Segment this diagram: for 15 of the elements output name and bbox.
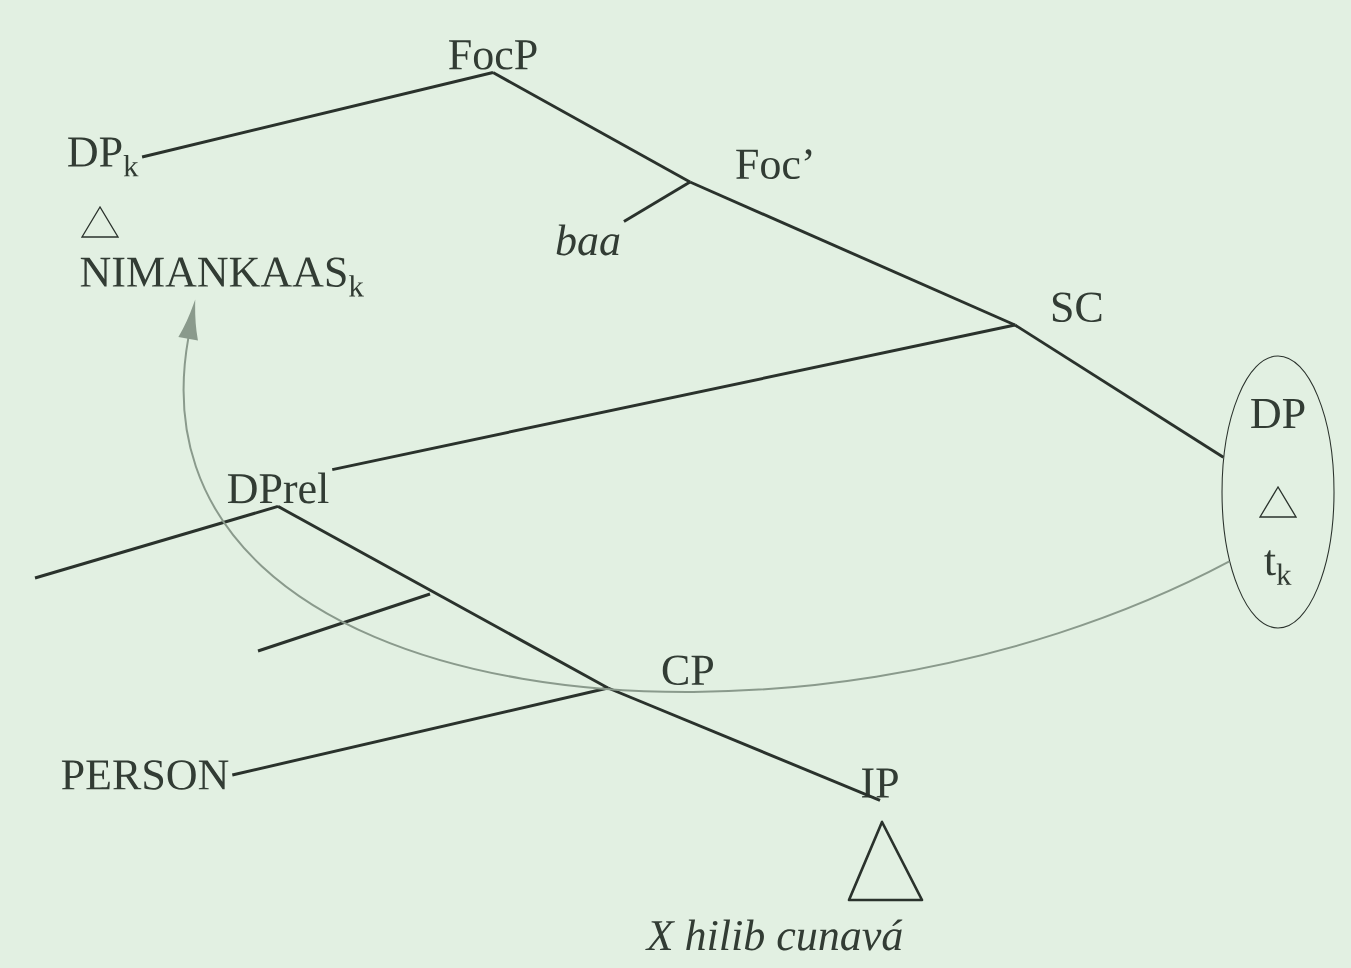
- node-label: Foc’: [736, 149, 812, 180]
- tree-branch: [141, 71, 494, 159]
- node-label: X hilib cunavá: [645, 919, 903, 951]
- tree-branch: [689, 180, 1016, 327]
- tree-branch: [607, 686, 881, 802]
- tree-branch: [623, 180, 691, 223]
- node-label: IP: [862, 768, 898, 798]
- tree-branch: [492, 71, 691, 184]
- node-label: FocP: [449, 40, 537, 70]
- node-label: DP$_{k}$: [68, 137, 139, 177]
- node-label: NIMANKAAS$_{k}$: [80, 257, 364, 297]
- node-label: baa: [556, 224, 620, 256]
- triangle-subtree: X hilib cunavá: [645, 820, 924, 951]
- node-label: PERSON: [61, 760, 229, 790]
- tree-branch: [231, 686, 609, 777]
